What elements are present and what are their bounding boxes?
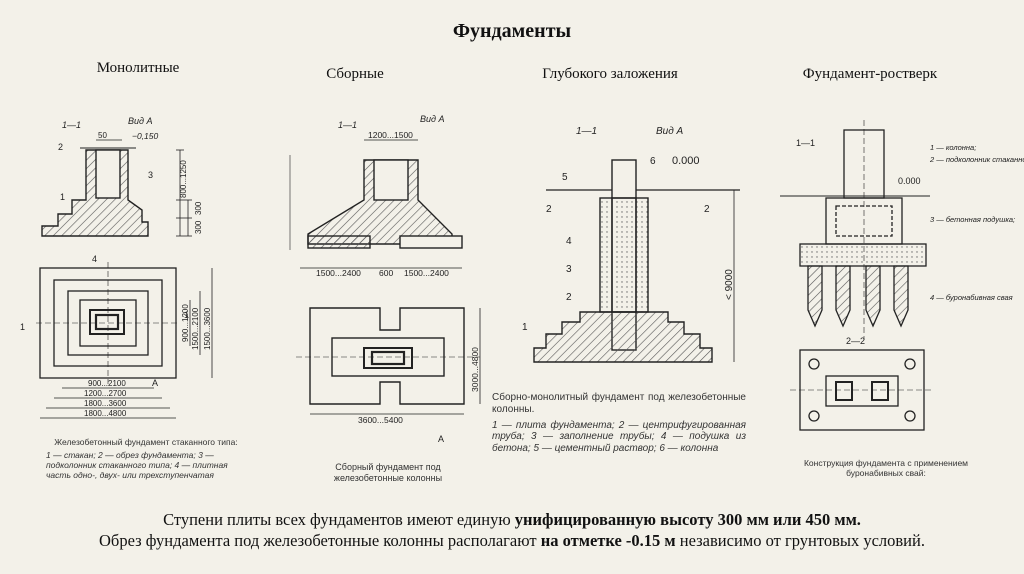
mono-dim-plan-bottom-0: 900...2100	[88, 379, 126, 388]
monolithic-plan-drawing	[36, 262, 213, 419]
prefab-plan-drawing	[296, 307, 481, 415]
deep-label-5: 5	[562, 172, 568, 183]
pile-legend-1: 2 — подколонник стаканного типа;	[929, 155, 1024, 164]
mono-dim-top: 50	[98, 131, 107, 140]
mono-mark-label: −0,150	[132, 131, 159, 141]
pile-section-bottom-label: 2—2	[846, 336, 865, 346]
deep-label-2-right: 2	[704, 204, 710, 215]
heading-deep: Глубокого заложения	[542, 66, 678, 82]
mono-label-2: 2	[58, 142, 63, 152]
summary-line-1-bold: унифицированную высоту 300 мм или 450 мм…	[514, 510, 861, 529]
summary-line-2: Обрез фундамента под железобетонные коло…	[0, 530, 1024, 551]
bottom-summary: Ступени плиты всех фундаментов имеют еди…	[0, 509, 1024, 552]
deep-caption-body: 1 — плита фундамента; 2 — центрифугирова…	[492, 419, 746, 455]
deep-section-label: 1—1	[576, 126, 597, 137]
prefab-caption: Сборный фундамент под железобетонные кол…	[333, 462, 443, 483]
deep-section-drawing	[533, 159, 740, 363]
summary-line-2-text: Обрез фундамента под железобетонные коло…	[99, 531, 541, 551]
heading-prefab: Сборные	[326, 66, 384, 82]
prefab-view-label: Вид А	[420, 114, 445, 124]
prefab-section-label: 1—1	[338, 120, 357, 130]
deep-label-2-left: 2	[546, 204, 552, 215]
mono-dim-plan-right-1: 1500...2100	[191, 307, 200, 350]
mono-dim-plan-right-0: 900...1200	[181, 304, 190, 342]
page-title: Фундаменты	[452, 20, 572, 42]
pile-legend-2: 3 — бетонная подушка;	[930, 215, 1015, 224]
deep-label-3: 3	[566, 264, 572, 275]
mono-label-1: 1	[60, 192, 65, 202]
deep-label-6: 6	[650, 156, 656, 167]
mono-dim-side-1: 300	[194, 201, 203, 215]
mono-plan-label-1a: 1	[20, 322, 25, 332]
heading-monolithic: Монолитные	[96, 60, 180, 76]
summary-line-1: Ступени плиты всех фундаментов имеют еди…	[0, 509, 1024, 530]
deep-caption-title: Сборно-монолитный фундамент под железобе…	[492, 392, 746, 415]
mono-plan-label-1b: 1	[184, 310, 189, 320]
prefab-dim-bottom-0: 1500...2400	[316, 268, 361, 278]
mono-caption-body: 1 — стакан; 2 — обрез фундамента; 3 — по…	[46, 450, 228, 481]
pile-section-top-label: 1—1	[796, 138, 815, 148]
summary-line-1-text: Ступени плиты всех фундаментов имеют еди…	[163, 510, 515, 529]
prefab-dim-plan-bottom: 3600...5400	[358, 415, 403, 425]
prefab-dim-top: 1200...1500	[368, 130, 413, 140]
prefab-section-drawing	[289, 139, 463, 269]
mono-label-3: 3	[148, 170, 153, 180]
summary-line-2-bold: на отметке -0.15 м	[540, 531, 676, 551]
deep-label-4: 4	[566, 236, 572, 247]
mono-dim-plan-bottom-3: 1800...4800	[84, 409, 127, 418]
deep-label-1: 1	[522, 322, 528, 333]
mono-caption: Железобетонный фундамент стаканного типа…	[46, 437, 246, 480]
heading-pile: Фундамент-ростверк	[802, 66, 938, 82]
pile-caption: Конструкция фундамента с применением бур…	[803, 458, 969, 479]
mono-dim-plan-right-2: 1500...3600	[203, 307, 212, 350]
mono-dim-plan-bottom-1: 1200...2700	[84, 389, 127, 398]
pile-mark-label: 0.000	[898, 176, 921, 186]
mono-label-4: 4	[92, 254, 97, 264]
mono-caption-title: Железобетонный фундамент стаканного типа…	[54, 437, 238, 447]
deep-view-label: Вид А	[656, 126, 684, 137]
prefab-dim-bottom-2: 1500...2400	[404, 268, 449, 278]
mono-plan-label-a: А	[152, 378, 158, 388]
prefab-dim-right: 3000...4800	[470, 347, 480, 392]
deep-depth-label: < 9000	[724, 269, 735, 300]
deep-mark-label: 0.000	[672, 155, 700, 167]
mono-section-label: 1—1	[62, 120, 81, 130]
mono-dim-side-2: 300	[194, 220, 203, 234]
mono-dim-side-0: 800...1250	[179, 160, 188, 198]
prefab-dim-bottom-1: 600	[379, 268, 393, 278]
pile-plan-drawing	[790, 349, 934, 431]
pile-legend-3: 4 — буронабивная свая	[930, 293, 1013, 302]
monolithic-section-drawing	[41, 139, 192, 237]
pile-legend-0: 1 — колонна;	[930, 143, 976, 152]
pile-section-drawing	[780, 120, 930, 340]
prefab-label-a: А	[438, 434, 444, 444]
deep-caption: Сборно-монолитный фундамент под железобе…	[492, 392, 746, 455]
mono-dim-plan-bottom-2: 1800...3600	[84, 399, 127, 408]
mono-view-label: Вид А	[128, 116, 153, 126]
deep-label-2: 2	[566, 292, 572, 303]
summary-line-2-tail: независимо от грунтовых условий.	[675, 531, 925, 551]
